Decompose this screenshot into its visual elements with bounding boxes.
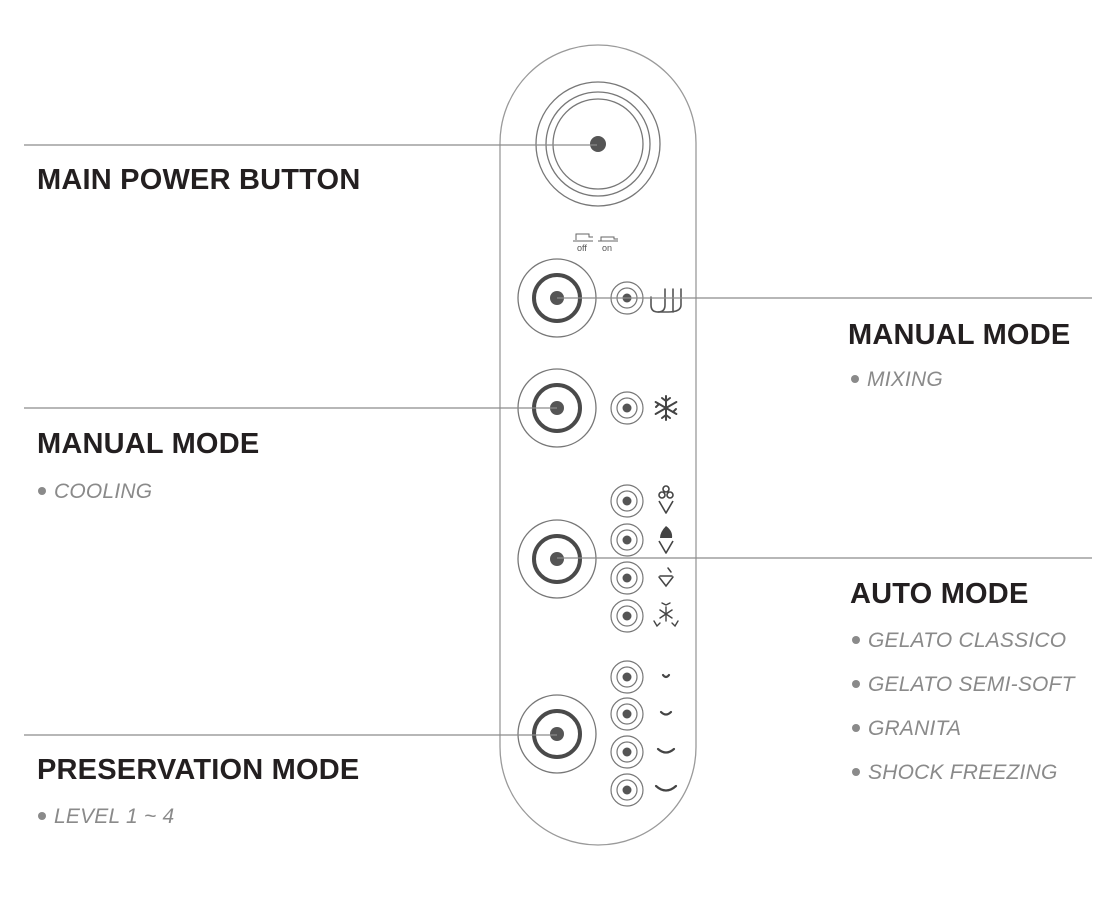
lid-off-icon: off (573, 233, 593, 253)
switch-on-label: on (602, 243, 612, 253)
bullet-dot (38, 812, 46, 820)
mixing-icon (650, 288, 682, 313)
lid-on-icon: on (598, 236, 618, 253)
bullet-dot (852, 724, 860, 732)
mixing-item: MIXING (851, 368, 943, 412)
gelato-cone-icon (658, 485, 674, 514)
control-panel-outline (499, 44, 697, 846)
manual-cooling-list: COOLING (38, 480, 152, 524)
level-2-icon (659, 710, 673, 716)
bullet-dot (852, 636, 860, 644)
cooling-item: COOLING (38, 480, 152, 524)
bullet-dot (851, 375, 859, 383)
manual-mixing-list: MIXING (851, 368, 943, 412)
preservation-button[interactable] (517, 694, 597, 774)
switch-off-label: off (577, 243, 587, 253)
auto-mode-list: GELATO CLASSICO GELATO SEMI-SOFT GRANITA… (852, 629, 1075, 805)
shock-freezing-icon (653, 602, 679, 628)
shock-freezing-item: SHOCK FREEZING (852, 761, 1075, 805)
granita-icon (658, 567, 674, 588)
bullet-dot (852, 768, 860, 776)
level-item: LEVEL 1 ~ 4 (38, 805, 174, 849)
level-3-icon (656, 747, 676, 754)
auto-indicator-leds (610, 484, 644, 633)
main-power-button[interactable] (535, 81, 661, 207)
bullet-dot (38, 487, 46, 495)
cooling-indicator-led (610, 391, 644, 425)
auto-mode-title: AUTO MODE (850, 578, 1029, 610)
bullet-dot (852, 680, 860, 688)
preservation-title: PRESERVATION MODE (37, 754, 360, 786)
level-4-icon (654, 784, 678, 792)
preservation-indicator-leds (610, 660, 644, 807)
gelato-semi-soft-item: GELATO SEMI-SOFT (852, 673, 1075, 717)
main-power-title: MAIN POWER BUTTON (37, 164, 361, 196)
gelato-classico-item: GELATO CLASSICO (852, 629, 1075, 673)
manual-cooling-title: MANUAL MODE (37, 428, 260, 460)
level-1-icon (661, 673, 671, 679)
granita-item: GRANITA (852, 717, 1075, 761)
manual-mixing-title: MANUAL MODE (848, 319, 1071, 351)
auto-mode-button[interactable] (517, 519, 597, 599)
preservation-list: LEVEL 1 ~ 4 (38, 805, 174, 849)
soft-serve-cone-icon (658, 526, 674, 554)
snowflake-icon (654, 395, 678, 421)
